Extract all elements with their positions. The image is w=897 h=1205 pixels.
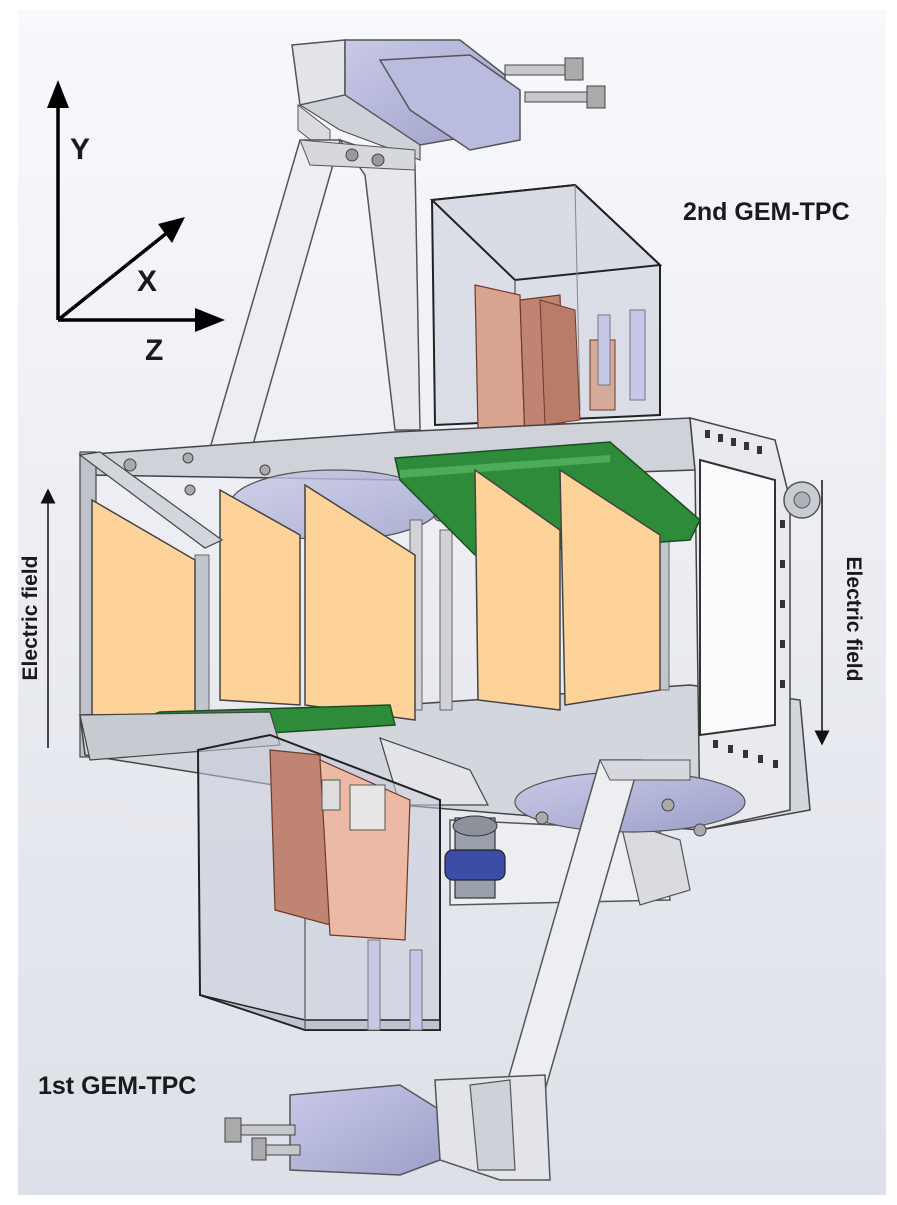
- first-gem-tpc-box: [196, 733, 441, 1031]
- second-gem-tpc-box: [429, 183, 663, 441]
- x-axis-label: X: [137, 265, 158, 298]
- first-gem-tpc-label: 1st GEM-TPC: [38, 1072, 197, 1100]
- y-axis-label: Y: [70, 133, 91, 166]
- coordinate-axes: [47, 80, 225, 332]
- bottom-mount-bracket: [224, 1074, 551, 1181]
- gem-foil-2: [219, 488, 301, 706]
- z-axis-label: Z: [145, 334, 164, 367]
- bottom-flange-disc: [444, 771, 746, 906]
- electric-field-label-right: Electric field: [842, 556, 865, 682]
- gem-foil-5: [559, 468, 661, 706]
- z-axis-arrowhead: [195, 308, 225, 332]
- electric-field-label-left: Electric field: [19, 555, 42, 681]
- gem-foils: [91, 468, 661, 721]
- x-axis-line: [56, 230, 170, 322]
- gem-foil-4: [474, 468, 561, 711]
- gem-foil-3: [304, 483, 416, 721]
- y-axis-arrowhead: [47, 80, 69, 108]
- top-mount-bracket: [291, 39, 606, 161]
- x-axis-arrowhead: [158, 217, 185, 243]
- top-support-strut: [206, 138, 421, 456]
- second-gem-tpc-label: 2nd GEM-TPC: [683, 198, 850, 226]
